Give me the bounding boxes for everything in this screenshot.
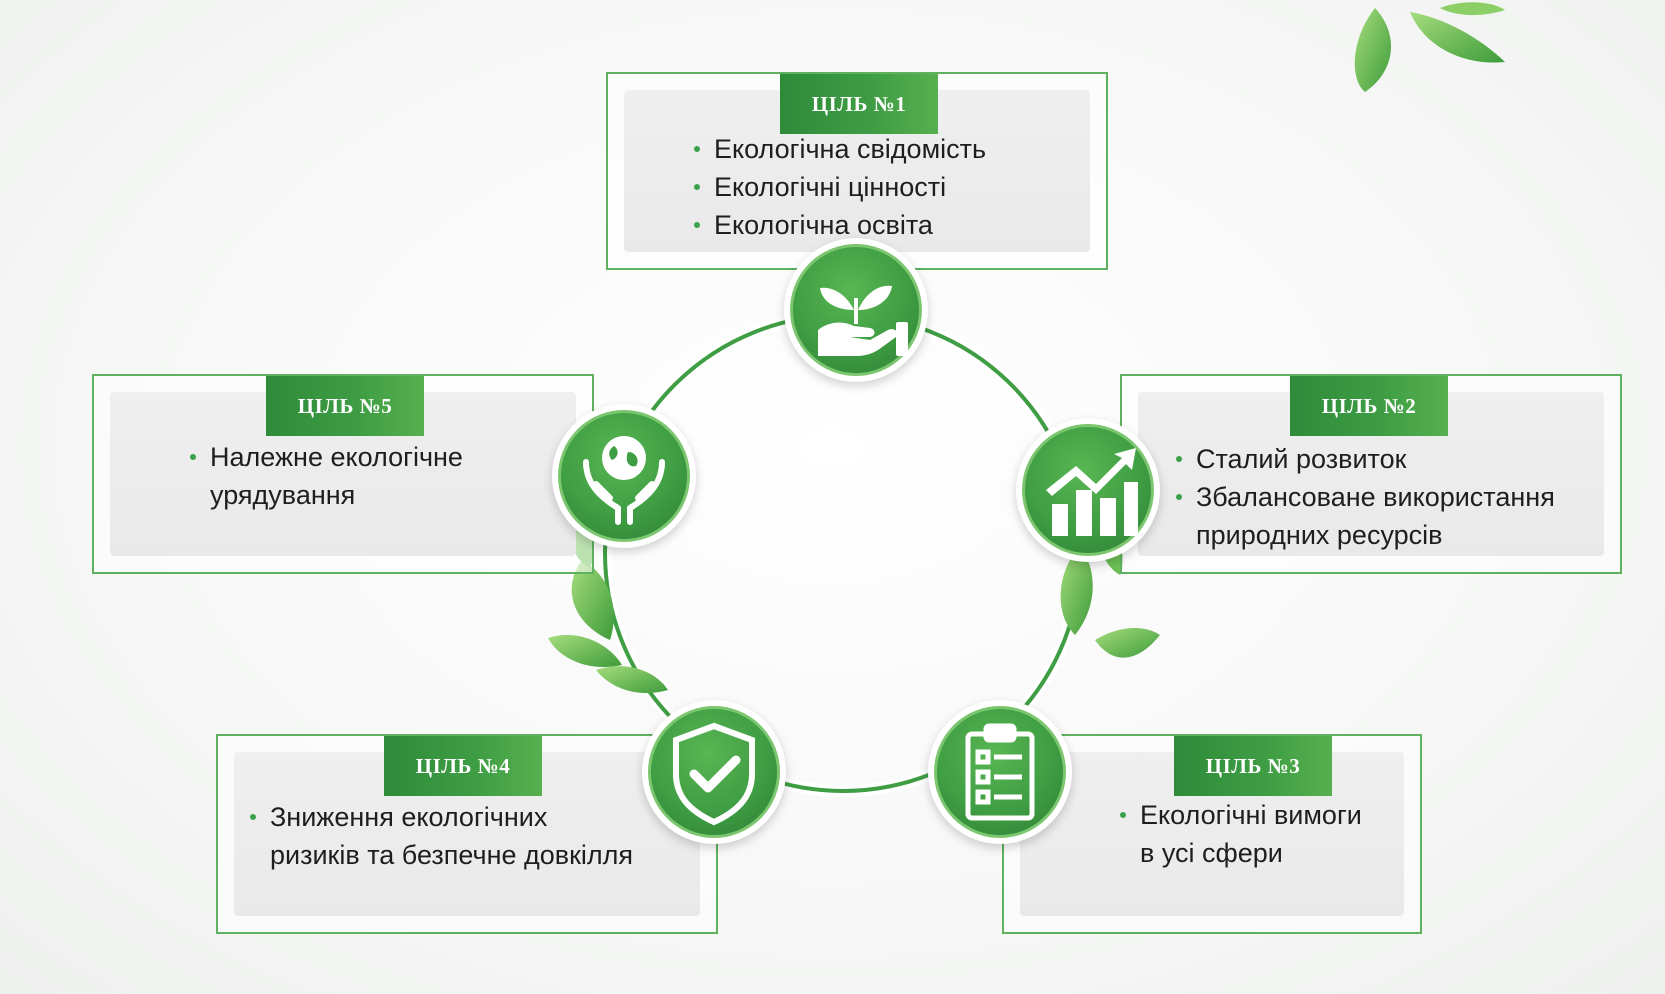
goal-3-node [928,700,1072,844]
bullet-icon [1176,494,1182,500]
goal-5-list: Належне екологічне урядування [188,438,463,514]
goal-1-node [784,238,928,382]
clipboard-checklist-icon [965,723,1035,821]
shield-check-icon [673,722,755,826]
goal-1-item: Екологічна освіта [692,206,986,244]
goal-3-item: Екологічні вимоги в усі сфери [1118,796,1362,872]
goal-1-item: Екологічні цінності [692,168,986,206]
bullet-icon [1120,812,1126,818]
goal-card-3: ЦІЛЬ №3 Екологічні вимоги в усі сфери [1002,734,1422,934]
growth-chart-icon [1046,448,1138,536]
goal-card-4: ЦІЛЬ №4 Зниження екологічних ризиків та … [216,734,718,934]
goal-2-title: ЦІЛЬ №2 [1290,376,1448,436]
goal-3-title: ЦІЛЬ №3 [1174,736,1332,796]
goal-2-list: Сталий розвиток Збалансоване використанн… [1174,440,1555,554]
goal-2-item: Збалансоване використання природних ресу… [1174,478,1555,554]
goal-2-item: Сталий розвиток [1174,440,1555,478]
goal-card-5: ЦІЛЬ №5 Належне екологічне урядування [92,374,594,574]
bullet-icon [250,814,256,820]
goal-3-list: Екологічні вимоги в усі сфери [1118,796,1362,872]
bullet-icon [694,146,700,152]
goal-4-title: ЦІЛЬ №4 [384,736,542,796]
goal-5-node [552,404,696,548]
hands-globe-icon [583,436,665,525]
goal-card-2: ЦІЛЬ №2 Сталий розвиток Збалансоване вик… [1120,374,1622,574]
goal-4-node [642,700,786,844]
goal-1-title: ЦІЛЬ №1 [780,74,938,134]
goal-4-item: Зниження екологічних ризиків та безпечне… [248,798,633,874]
hand-sprout-icon [818,285,908,356]
goal-2-node [1016,418,1160,562]
bullet-icon [190,454,196,460]
goal-1-item: Екологічна свідомість [692,130,986,168]
bullet-icon [694,184,700,190]
goal-4-list: Зниження екологічних ризиків та безпечне… [248,798,633,874]
goal-1-list: Екологічна свідомість Екологічні цінност… [692,130,986,244]
goal-card-1: ЦІЛЬ №1 Екологічна свідомість Екологічні… [606,72,1108,270]
bullet-icon [694,222,700,228]
bullet-icon [1176,456,1182,462]
goal-5-item: Належне екологічне урядування [188,438,463,514]
goal-5-title: ЦІЛЬ №5 [266,376,424,436]
